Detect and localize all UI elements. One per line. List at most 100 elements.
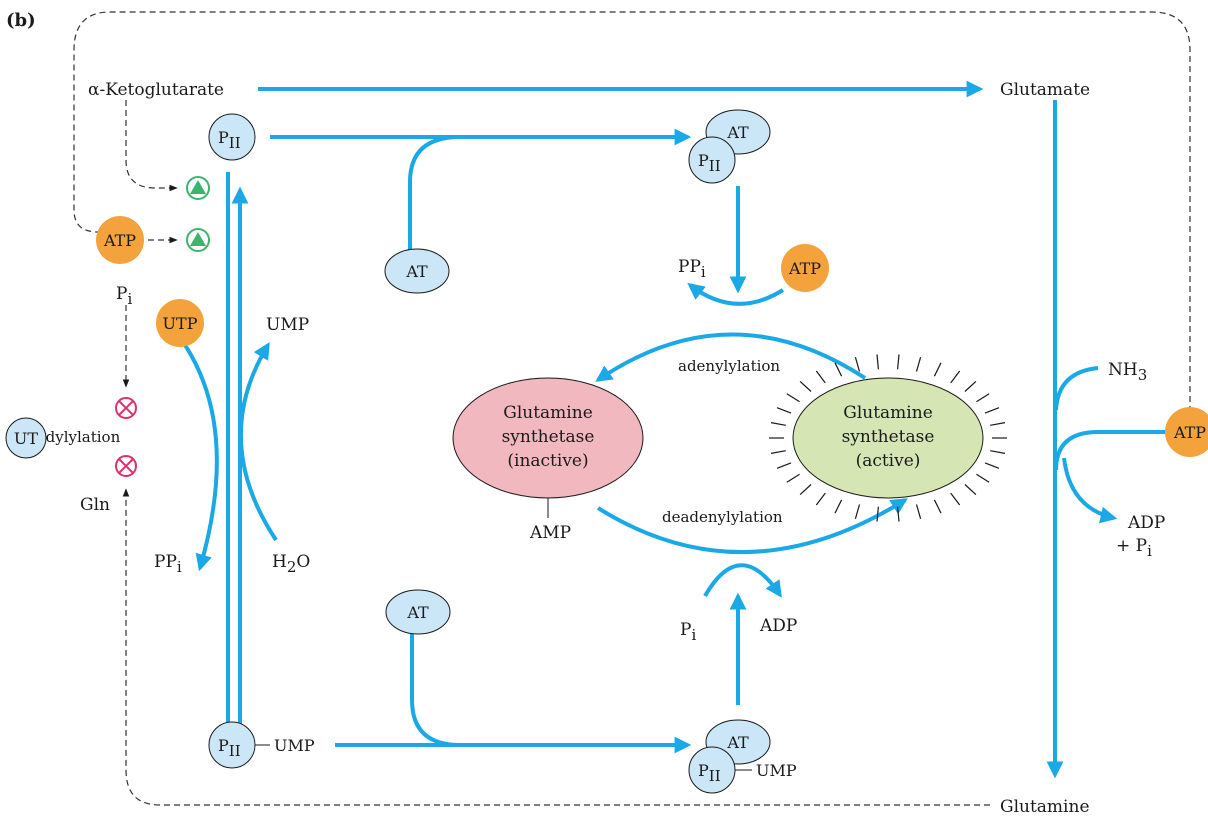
svg-text:ATP: ATP — [103, 231, 136, 250]
arrow-nh3-input — [1054, 366, 1099, 411]
activity-ray — [876, 506, 879, 522]
svg-text:UT: UT — [14, 429, 38, 448]
svg-text:Glutamine: Glutamine — [503, 403, 593, 423]
svg-text:AT: AT — [405, 262, 428, 281]
activity-ray — [933, 499, 942, 514]
label-amp: AMP — [529, 523, 571, 543]
activity-ray — [990, 422, 1006, 426]
svg-text:AT: AT — [406, 603, 429, 622]
activity-ray — [897, 506, 900, 522]
gs-active: Glutamine synthetase (active) — [769, 354, 1007, 522]
activity-ray — [897, 354, 900, 370]
dashed-ketoglutarate-to-activator — [125, 100, 178, 192]
activity-ray — [976, 473, 990, 483]
label-nh3: NH3 — [1108, 360, 1147, 384]
at-bottom: AT — [385, 589, 451, 635]
activity-ray — [854, 357, 861, 372]
arrow-at-joins-top — [408, 135, 461, 255]
arrow-h2o-to-ump — [238, 342, 278, 542]
at-pii-complex: AT PII — [688, 109, 771, 184]
svg-text:UMP: UMP — [756, 761, 797, 780]
label-glutamine: Glutamine — [1000, 797, 1090, 817]
activator-icon — [186, 176, 210, 200]
label-ppi-top: PPi — [678, 257, 706, 281]
activity-ray — [933, 362, 942, 377]
arrow-adenylylation — [595, 332, 867, 382]
activator-icon — [186, 228, 210, 252]
activity-ray — [915, 357, 922, 372]
activity-ray — [964, 380, 977, 392]
arrow-atp-input — [1054, 430, 1168, 471]
label-plus-pi: + Pi — [1116, 536, 1152, 560]
activity-ray — [984, 407, 1000, 414]
activity-ray — [950, 370, 961, 384]
dashed-glutamine-feedback-loop — [122, 488, 990, 806]
label-adenylylation: adenylylation — [678, 357, 780, 375]
svg-text:synthetase: synthetase — [502, 427, 595, 447]
inhibitor-icon — [115, 397, 137, 419]
activity-ray — [786, 473, 800, 483]
activity-ray — [770, 422, 786, 426]
svg-text:Glutamine: Glutamine — [843, 403, 933, 423]
activity-ray — [876, 354, 879, 370]
label-ump-released: UMP — [266, 315, 309, 335]
activity-ray — [776, 407, 792, 414]
svg-text:ATP: ATP — [788, 259, 821, 278]
activity-ray — [834, 362, 843, 377]
activity-ray — [815, 492, 826, 506]
activity-ray — [799, 380, 812, 392]
label-gln: Gln — [80, 495, 110, 515]
atp-right: ATP — [1165, 407, 1208, 457]
activity-ray — [799, 484, 812, 496]
label-deadenylylation: deadenylylation — [662, 508, 783, 526]
utp-left: UTP — [156, 299, 204, 347]
activity-ray — [990, 450, 1006, 454]
svg-text:AT: AT — [726, 733, 749, 752]
svg-text:synthetase: synthetase — [842, 427, 935, 447]
pii-top: PII — [208, 113, 256, 161]
activity-ray — [776, 462, 792, 469]
label-h2o: H2O — [272, 552, 310, 576]
activity-ray — [950, 492, 961, 506]
activity-ray — [834, 499, 843, 514]
svg-text:AT: AT — [726, 123, 749, 142]
activity-ray — [815, 370, 826, 384]
label-ppi-left: PPi — [154, 552, 182, 576]
svg-text:PII: PII — [218, 128, 241, 152]
panel-label: (b) — [6, 10, 36, 31]
activity-ray — [786, 393, 800, 403]
atp-center: ATP — [781, 244, 829, 292]
ut-enzyme: UT — [5, 417, 47, 459]
activity-ray — [984, 462, 1000, 469]
at-top: AT — [384, 248, 450, 294]
label-ketoglutarate: α-Ketoglutarate — [88, 80, 224, 100]
arrow-utp-to-ppi — [183, 343, 219, 572]
activity-ray — [915, 504, 922, 519]
svg-text:ATP: ATP — [1173, 423, 1206, 442]
pii-ump: PII UMP — [208, 721, 315, 769]
svg-text:PII: PII — [698, 761, 721, 785]
svg-text:PII: PII — [218, 736, 241, 760]
activity-ray — [854, 504, 861, 519]
label-pi-bottom: Pi — [680, 620, 696, 644]
activity-ray — [976, 393, 990, 403]
arrow-at-joins-bottom — [410, 628, 461, 747]
gs-inactive: Glutamine synthetase (inactive) — [452, 377, 644, 499]
label-adp-output: ADP — [1127, 513, 1165, 533]
dashed-atp-to-glutamine-loop — [73, 11, 1191, 431]
atp-left: ATP — [96, 216, 144, 264]
svg-text:UMP: UMP — [274, 736, 315, 755]
label-uridylylation: uridylylation — [24, 428, 121, 446]
activity-ray — [770, 450, 786, 454]
at-pii-ump-complex: AT PII UMP — [688, 719, 797, 794]
svg-text:(inactive): (inactive) — [507, 451, 588, 471]
arrow-pi-to-adp — [703, 563, 782, 598]
label-adp-bottom: ADP — [759, 616, 797, 636]
label-pi-left: Pi — [116, 284, 132, 308]
arrow-atp-to-ppi-top — [687, 282, 785, 306]
svg-text:PII: PII — [698, 151, 721, 175]
activity-ray — [964, 484, 977, 496]
inhibitor-icon — [115, 455, 137, 477]
arrow-deadenylylation — [596, 498, 908, 555]
